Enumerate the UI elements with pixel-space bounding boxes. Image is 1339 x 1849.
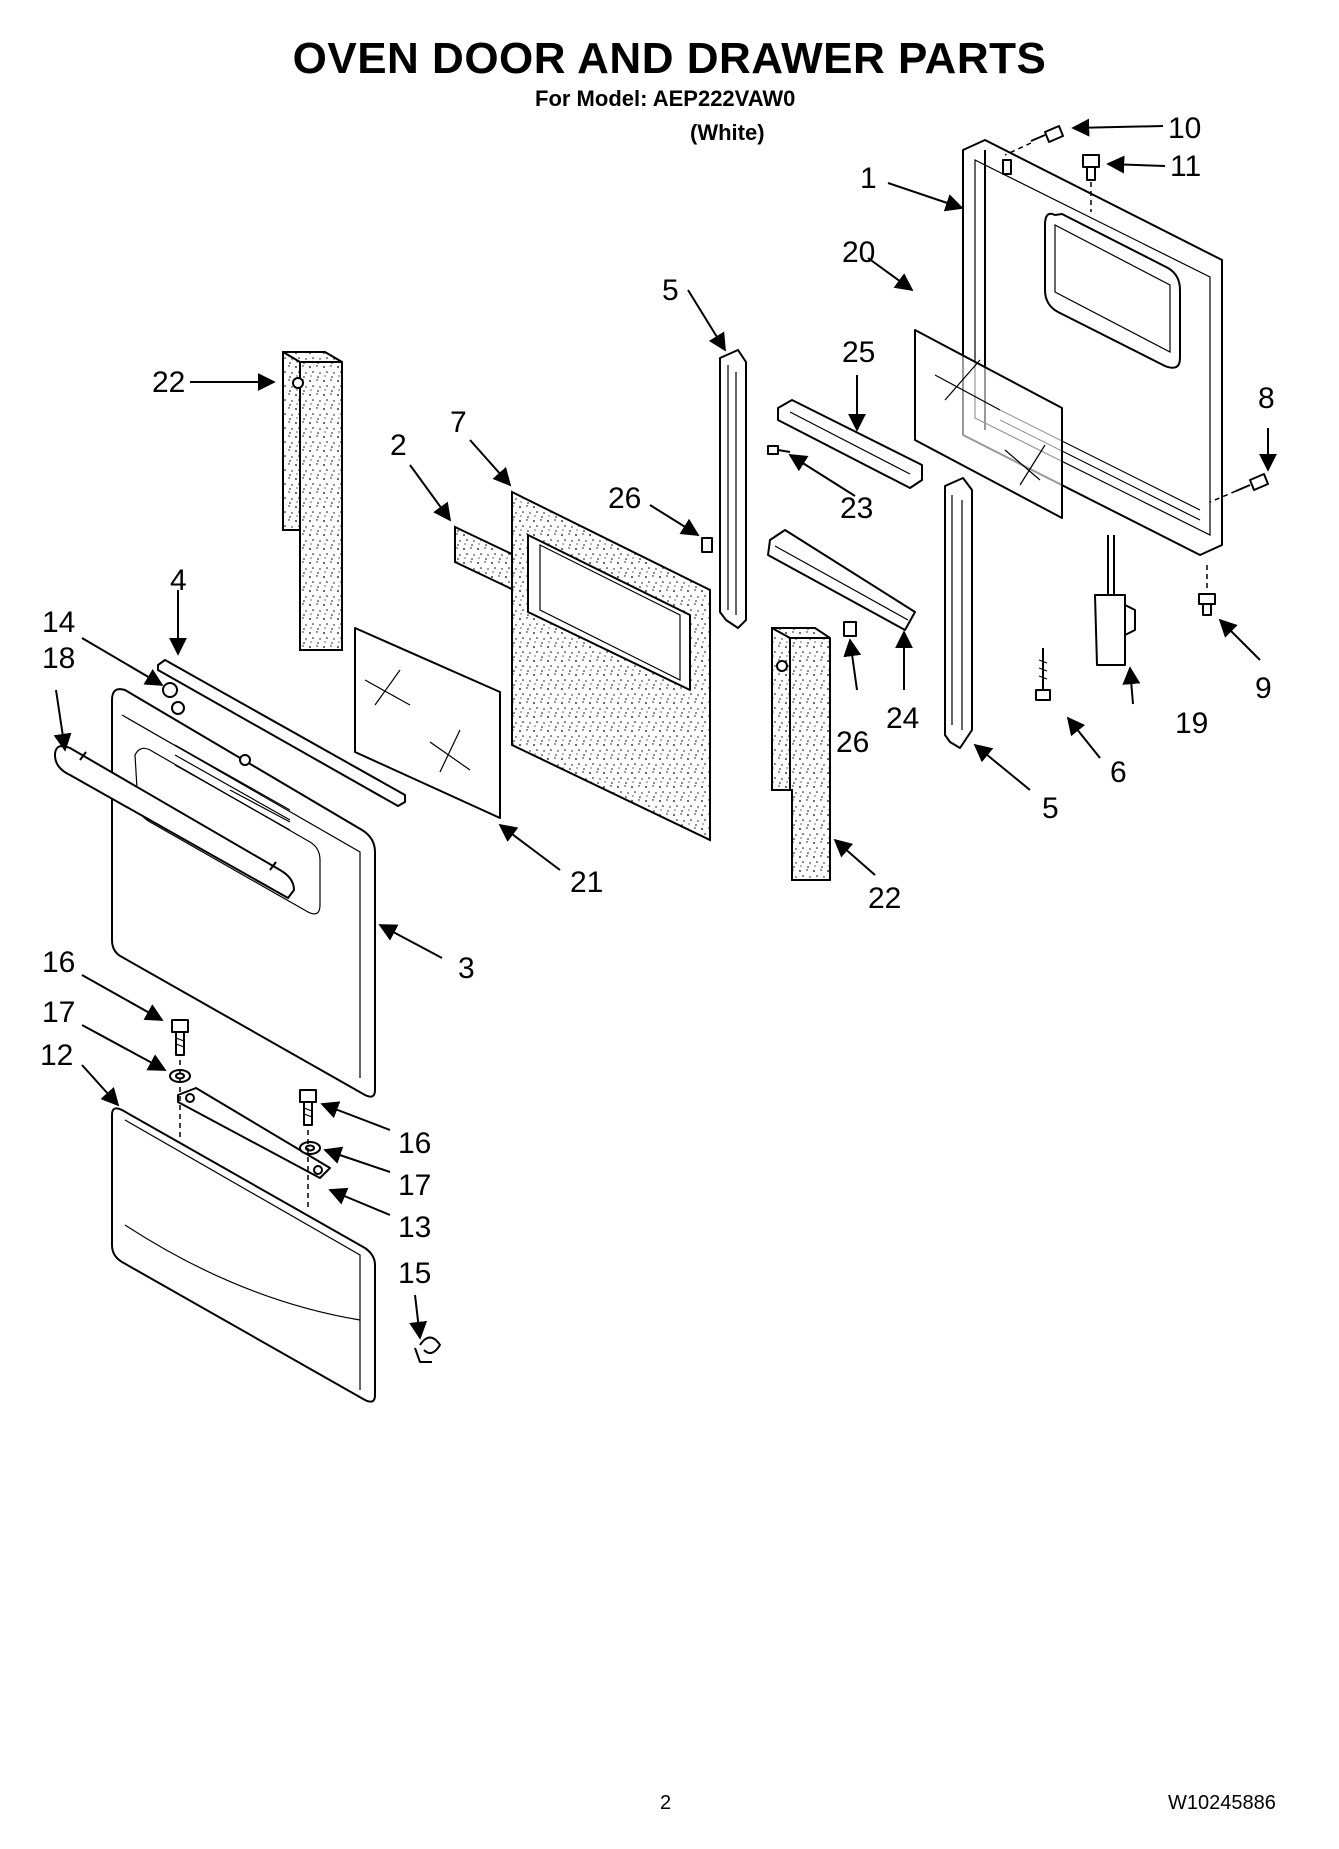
part-9-screw (1198, 593, 1216, 616)
callout-13: 13 (398, 1211, 431, 1244)
callout-10: 10 (1168, 112, 1201, 145)
callout-20: 20 (842, 236, 875, 269)
part-23-screw (767, 445, 791, 455)
part-17-washer-right (299, 1141, 321, 1155)
part-6-screw (1035, 648, 1051, 701)
callout-19: 19 (1175, 707, 1208, 740)
page-number: 2 (660, 1792, 672, 1814)
page-title: OVEN DOOR AND DRAWER PARTS (292, 34, 1047, 83)
document-number: W10245886 (1168, 1792, 1276, 1814)
callout-8: 8 (1258, 382, 1275, 415)
part-1-inner-door-frame (962, 139, 1223, 556)
part-11-screw (1082, 154, 1100, 181)
part-22-insulation-right (771, 627, 831, 881)
model-line: For Model: AEP222VAW0 (535, 86, 796, 111)
part-21-inner-glass (354, 627, 501, 819)
part-5-hinge-channel-lower (944, 477, 973, 749)
callout-3: 3 (458, 952, 475, 985)
callout-16-left: 16 (42, 946, 75, 979)
callout-22-left: 22 (152, 366, 185, 399)
callout-2: 2 (390, 429, 407, 462)
callout-5-lower: 5 (1042, 792, 1059, 825)
part-26-clip-upper (701, 537, 713, 553)
color-line: (White) (690, 120, 765, 145)
part-19-hinge (1094, 535, 1136, 666)
part-16-screw-right (299, 1089, 317, 1126)
part-12-drawer-front (111, 1107, 376, 1403)
callout-6: 6 (1110, 756, 1127, 789)
leader-arrows (53, 118, 1277, 1340)
callout-16-right: 16 (398, 1127, 431, 1160)
callout-4: 4 (170, 564, 187, 597)
callout-26-upper: 26 (608, 482, 641, 515)
part-26-clip-lower (843, 621, 857, 637)
part-14-end-cap (162, 682, 178, 698)
callout-18: 18 (42, 642, 75, 675)
callout-9: 9 (1255, 672, 1272, 705)
part-20-window-glass (914, 329, 1063, 519)
part-22-insulation-left (282, 351, 343, 651)
part-10-screw (1030, 125, 1064, 143)
part-5-hinge-channel-upper (719, 349, 747, 629)
callout-26-lower: 26 (836, 726, 869, 759)
callout-11: 11 (1170, 150, 1201, 183)
part-25-bracket (777, 399, 923, 489)
part-3-outer-door (111, 688, 376, 1098)
part-15-clip (414, 1336, 441, 1363)
part-13-drawer-bracket (177, 1087, 331, 1179)
callout-17-left: 17 (42, 996, 75, 1029)
callout-14: 14 (42, 606, 75, 639)
callout-1: 1 (860, 162, 877, 195)
part-8-screw (1235, 473, 1269, 492)
callout-7: 7 (450, 406, 467, 439)
callout-17-right: 17 (398, 1169, 431, 1202)
callout-23: 23 (840, 492, 873, 525)
callout-25: 25 (842, 336, 875, 369)
part-24-channel (767, 529, 916, 631)
assembly-guide-lines (179, 142, 1237, 1210)
callout-21: 21 (570, 866, 603, 899)
callout-24: 24 (886, 702, 919, 735)
part-16-screw-left (171, 1019, 189, 1056)
callout-12: 12 (40, 1039, 73, 1072)
part-7-insulation-pad (511, 490, 711, 842)
callout-15: 15 (398, 1257, 431, 1290)
callout-5-upper: 5 (662, 274, 679, 307)
callout-labels: 1 2 3 4 5 5 6 7 8 9 10 11 12 13 14 15 16… (40, 112, 1275, 1290)
callout-22-right: 22 (868, 882, 901, 915)
